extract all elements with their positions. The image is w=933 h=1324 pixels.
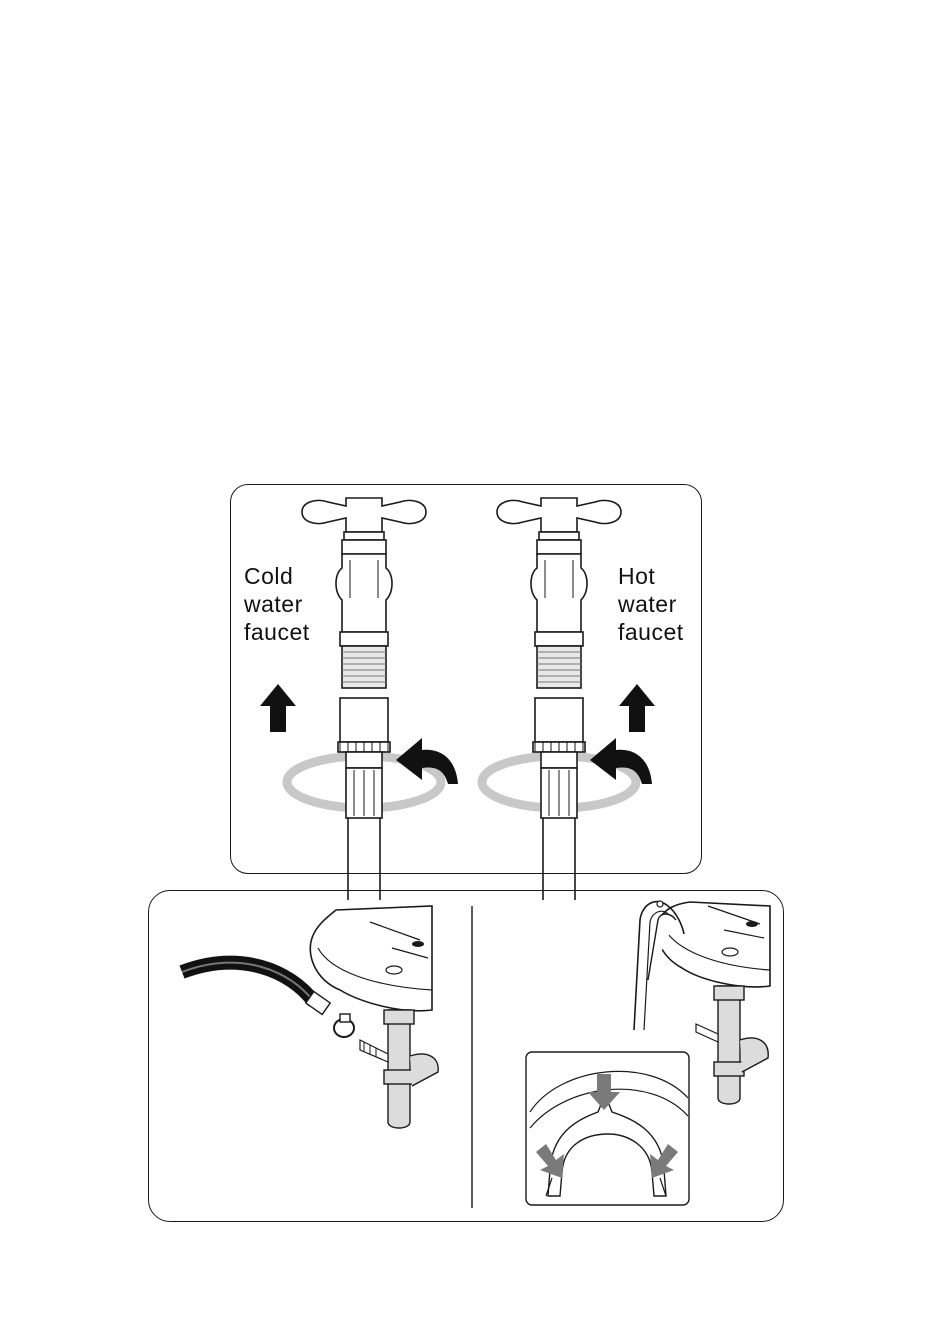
hot-up-arrow-icon bbox=[619, 684, 655, 732]
sink-left-icon bbox=[310, 906, 432, 1011]
cold-faucet-icon bbox=[287, 498, 441, 900]
sink-trap-left-icon bbox=[360, 1010, 438, 1128]
cold-rotate-arrow-icon bbox=[396, 738, 458, 784]
hose-clamp-icon bbox=[334, 1014, 354, 1037]
sink-trap-right-icon bbox=[696, 986, 768, 1104]
cold-up-arrow-icon bbox=[260, 684, 296, 732]
sink-right-icon bbox=[657, 902, 770, 987]
drain-hose-icon bbox=[182, 963, 330, 1015]
hot-faucet-icon bbox=[482, 498, 636, 900]
hot-rotate-arrow-icon bbox=[590, 738, 652, 784]
